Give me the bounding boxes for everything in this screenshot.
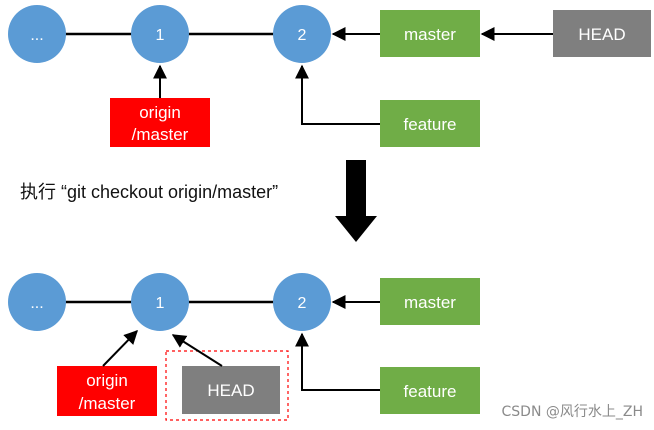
commit-label-1-before: 1	[156, 27, 165, 44]
feature-box-before	[380, 100, 480, 147]
master-box-after	[380, 278, 480, 325]
head-box-after	[182, 366, 280, 414]
origin-master-box-after	[57, 366, 157, 416]
commit-node-2-after	[273, 273, 331, 331]
feature-box-after	[380, 367, 480, 414]
feature-to-2-arrow-after	[295, 332, 380, 391]
after-section: ... 1 2 master origin /master HEAD featu…	[8, 273, 480, 421]
head-label-before: HEAD	[578, 25, 625, 44]
origin-label-line2-after: /master	[79, 394, 136, 413]
commit-label-ellipsis-after: ...	[30, 295, 43, 312]
origin-label-line1-after: origin	[86, 371, 128, 390]
feature-label-after: feature	[404, 382, 457, 401]
feature-to-2-arrow-before	[295, 64, 380, 125]
commit-label-2-before: 2	[298, 27, 307, 44]
commit-node-ellipsis-after	[8, 273, 66, 331]
commit-node-ellipsis-before	[8, 5, 66, 63]
head-label-after: HEAD	[207, 381, 254, 400]
origin-to-1-arrow-after	[102, 329, 138, 367]
commit-label-ellipsis-before: ...	[30, 27, 43, 44]
origin-master-box-before	[110, 98, 210, 147]
command-caption: 执行 “git checkout origin/master”	[20, 182, 278, 202]
master-label-before: master	[404, 25, 456, 44]
master-box-before	[380, 10, 480, 57]
watermark: CSDN @风行水上_ZH	[502, 404, 643, 420]
transition-down-arrow	[335, 160, 377, 242]
head-box-before	[553, 10, 651, 57]
commit-node-1-before	[131, 5, 189, 63]
before-section: ... 1 2 master HEAD origin /master featu…	[8, 5, 651, 147]
origin-label-line2-before: /master	[132, 125, 189, 144]
commit-node-1-after	[131, 273, 189, 331]
commit-node-2-before	[273, 5, 331, 63]
origin-label-line1-before: origin	[139, 103, 181, 122]
head-to-1-arrow-after	[171, 334, 223, 367]
master-label-after: master	[404, 293, 456, 312]
commit-label-2-after: 2	[298, 295, 307, 312]
commit-label-1-after: 1	[156, 295, 165, 312]
feature-label-before: feature	[404, 115, 457, 134]
head-dashed-outline-after	[165, 350, 289, 421]
